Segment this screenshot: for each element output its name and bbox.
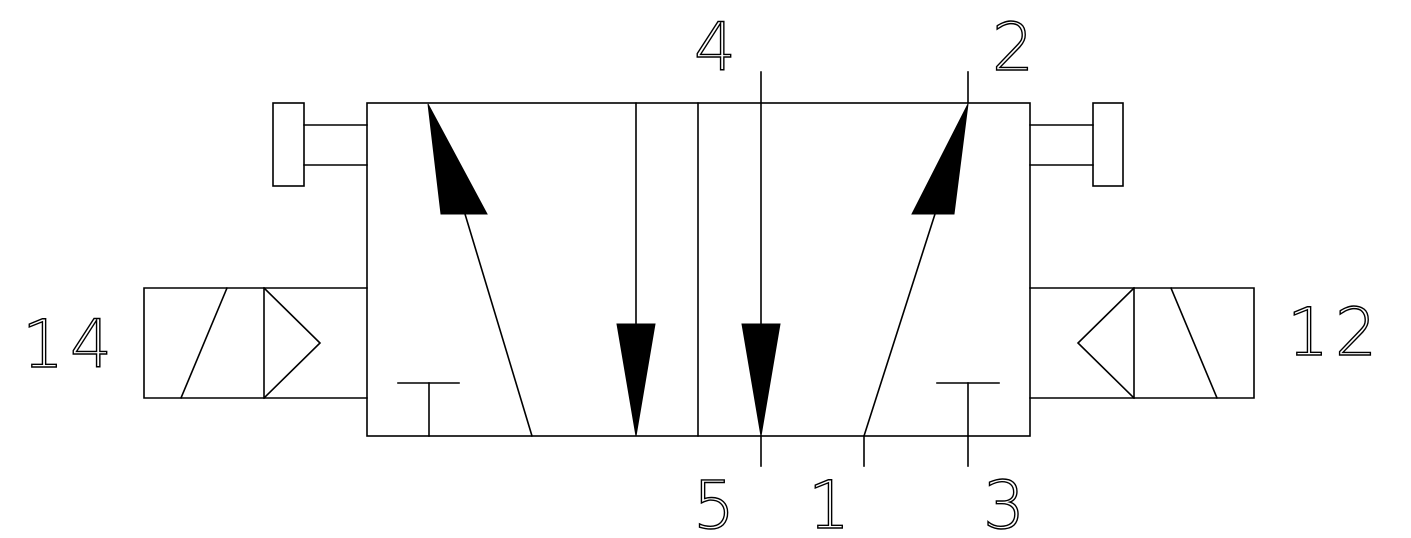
left-pilot-triangle-icon [262,286,322,400]
left-down-arrowhead [616,323,656,437]
right-pilot-triangle-icon [1076,286,1136,400]
port-3-label: 3 [983,467,1025,538]
port-2-label: 2 [992,9,1034,86]
right-down-arrowhead [741,323,781,437]
port-4-label: 4 [694,9,736,86]
right-flow-line [862,212,937,438]
left-solenoid-coil-icon [179,286,229,400]
left-solenoid [143,286,368,400]
right-solenoid [1029,286,1255,400]
left-override-cap [272,102,305,187]
right-manual-override [1029,102,1124,187]
valve-body [366,102,1031,437]
right-envelope [741,71,1000,438]
right-solenoid-outline [1029,287,1255,399]
left-manual-override [272,102,368,187]
left-solenoid-outline [143,287,368,399]
labels: 4 2 5 1 3 14 12 [21,8,1383,538]
left-flow-line [464,213,533,437]
left-flow-arrowhead [427,103,488,215]
left-envelope [397,102,656,437]
port-lines [760,71,969,467]
right-override-cap [1092,102,1124,187]
pilot-12-label: 12 [1287,294,1383,371]
port-5-label: 5 [693,467,735,538]
pilot-14-label: 14 [22,306,118,383]
right-solenoid-coil-icon [1169,286,1219,400]
port-1-label: 1 [808,467,850,538]
right-flow-arrowhead [911,103,969,215]
